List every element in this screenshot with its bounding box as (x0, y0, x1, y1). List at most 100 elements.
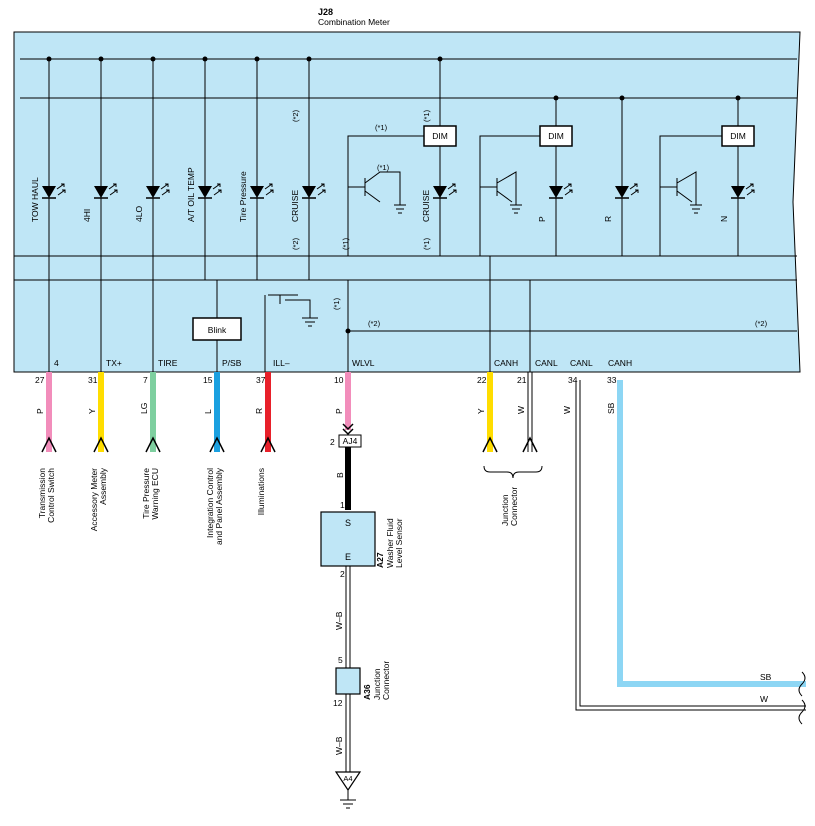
indicator-led-10: N (719, 95, 755, 256)
svg-text:Blink: Blink (208, 325, 227, 335)
indicator-note-bottom-6: (*2) (291, 237, 300, 250)
terminal-canh-33: CANH 33 (607, 358, 632, 385)
terminal-name: CANH (608, 358, 632, 368)
svg-text:Junction: Junction (372, 668, 382, 700)
dim-block-3: DIM (721, 125, 755, 147)
wire-wb-2 (345, 694, 351, 772)
dim-note-2: (*1) (377, 163, 390, 172)
indicator-note-bottom-7: (*1) (422, 237, 431, 250)
terminal-pin: 31 (88, 375, 98, 385)
terminal-name: ILL– (273, 358, 290, 368)
a36-pin-top: 5 (338, 655, 343, 665)
svg-text:A27: A27 (375, 552, 385, 568)
indicator-label-10: N (719, 216, 729, 222)
device-label-line1: Tire Pressure (141, 468, 151, 519)
device-label-line1: Accessory Meter (89, 468, 99, 531)
note-wlvl-right: (*2) (755, 319, 768, 328)
transistor-circuit-3 (659, 135, 722, 256)
indicator-led-6: CRUISE (*2) (*2) (290, 56, 326, 280)
device-label-line2: Control Switch (46, 468, 56, 523)
bus-sb-label: SB (760, 672, 772, 682)
indicator-led-9: R (603, 95, 639, 256)
terminal-pin: 33 (607, 375, 617, 385)
device-label-line1: Integration Control (205, 468, 215, 538)
indicator-led-1: TOW HAUL (30, 56, 66, 280)
wire-color-label: R (254, 408, 264, 414)
wire-color-label: Y (87, 408, 97, 414)
terminal-pin: 34 (568, 375, 578, 385)
device-label-line2: and Panel Assembly (214, 467, 224, 545)
dim-note-3: (*1) (341, 237, 350, 250)
wire-color-label: Y (476, 408, 486, 414)
dim-block-1: DIM (423, 125, 457, 147)
wire-color-label: W (516, 406, 526, 414)
blink-block: Blink (192, 317, 242, 341)
indicator-label-4: A/T OIL TEMP (186, 167, 196, 222)
indicator-led-4: A/T OIL TEMP (186, 56, 222, 280)
device-label-line2: Assembly (98, 467, 108, 505)
indicator-note-top-6: (*2) (291, 109, 300, 122)
terminal-name: TIRE (158, 358, 178, 368)
terminal-name: CANL (535, 358, 558, 368)
svg-text:Level Sensor: Level Sensor (394, 518, 404, 568)
terminal-pin: 15 (203, 375, 213, 385)
device-label-line1: Transmission (37, 468, 47, 518)
svg-text:Washer Fluid: Washer Fluid (385, 518, 395, 568)
meter-code: J28 (318, 7, 333, 17)
terminal-name: CANL (570, 358, 593, 368)
junction-connector-brace (483, 465, 543, 479)
wire-b-label: B (335, 472, 345, 478)
indicator-led-2: 4HI (82, 56, 118, 280)
wire-color-label: LG (139, 403, 149, 414)
terminal-name: TX+ (106, 358, 122, 368)
indicator-led-8: P (537, 95, 573, 256)
dim-block-2: DIM (539, 125, 573, 147)
indicator-label-6: CRUISE (290, 190, 300, 222)
indicator-label-2: 4HI (82, 209, 92, 222)
device-label-line1: Illuminations (256, 468, 266, 515)
svg-text:E: E (345, 552, 351, 562)
junction-connector-line1: Junction (500, 494, 510, 526)
terminal-name: P/SB (222, 358, 242, 368)
terminal-name: WLVL (352, 358, 375, 368)
indicator-label-9: R (603, 216, 613, 222)
svg-text:AJ4: AJ4 (343, 436, 358, 446)
wire-color-label: SB (606, 402, 616, 414)
a36-pin-bottom: 12 (333, 698, 343, 708)
svg-text:Connector: Connector (381, 661, 391, 700)
terminal-pin: 27 (35, 375, 45, 385)
indicator-label-1: TOW HAUL (30, 177, 40, 222)
note-wlvl-left: (*2) (368, 319, 381, 328)
wire-color-label: P (35, 408, 45, 414)
terminal-canl-34: CANL 34 (568, 358, 593, 385)
transistor-circuit-2 (479, 135, 540, 256)
svg-text:2: 2 (330, 437, 335, 447)
svg-text:DIM: DIM (730, 131, 746, 141)
terminal-pin: 7 (143, 375, 148, 385)
a27-washer-fluid-sensor: S E A27 Washer Fluid Level Sensor (320, 511, 404, 568)
indicator-label-8: P (537, 216, 547, 222)
svg-text:A4: A4 (343, 774, 352, 783)
transistor-circuit-1 (347, 135, 424, 256)
svg-text:S: S (345, 518, 351, 528)
wire-wb-1 (345, 566, 351, 668)
svg-text:DIM: DIM (432, 131, 448, 141)
can-bus-w (575, 380, 806, 711)
wire-wb-2-label: W–B (334, 736, 344, 755)
indicator-label-3: 4LO (134, 206, 144, 222)
wire-wb-1-label: W–B (334, 611, 344, 630)
a36-junction-connector: A36 Junction Connector (335, 661, 391, 700)
svg-text:DIM: DIM (548, 131, 564, 141)
a27-pin-1: 1 (340, 500, 345, 510)
wire-color-label: P (334, 408, 344, 414)
